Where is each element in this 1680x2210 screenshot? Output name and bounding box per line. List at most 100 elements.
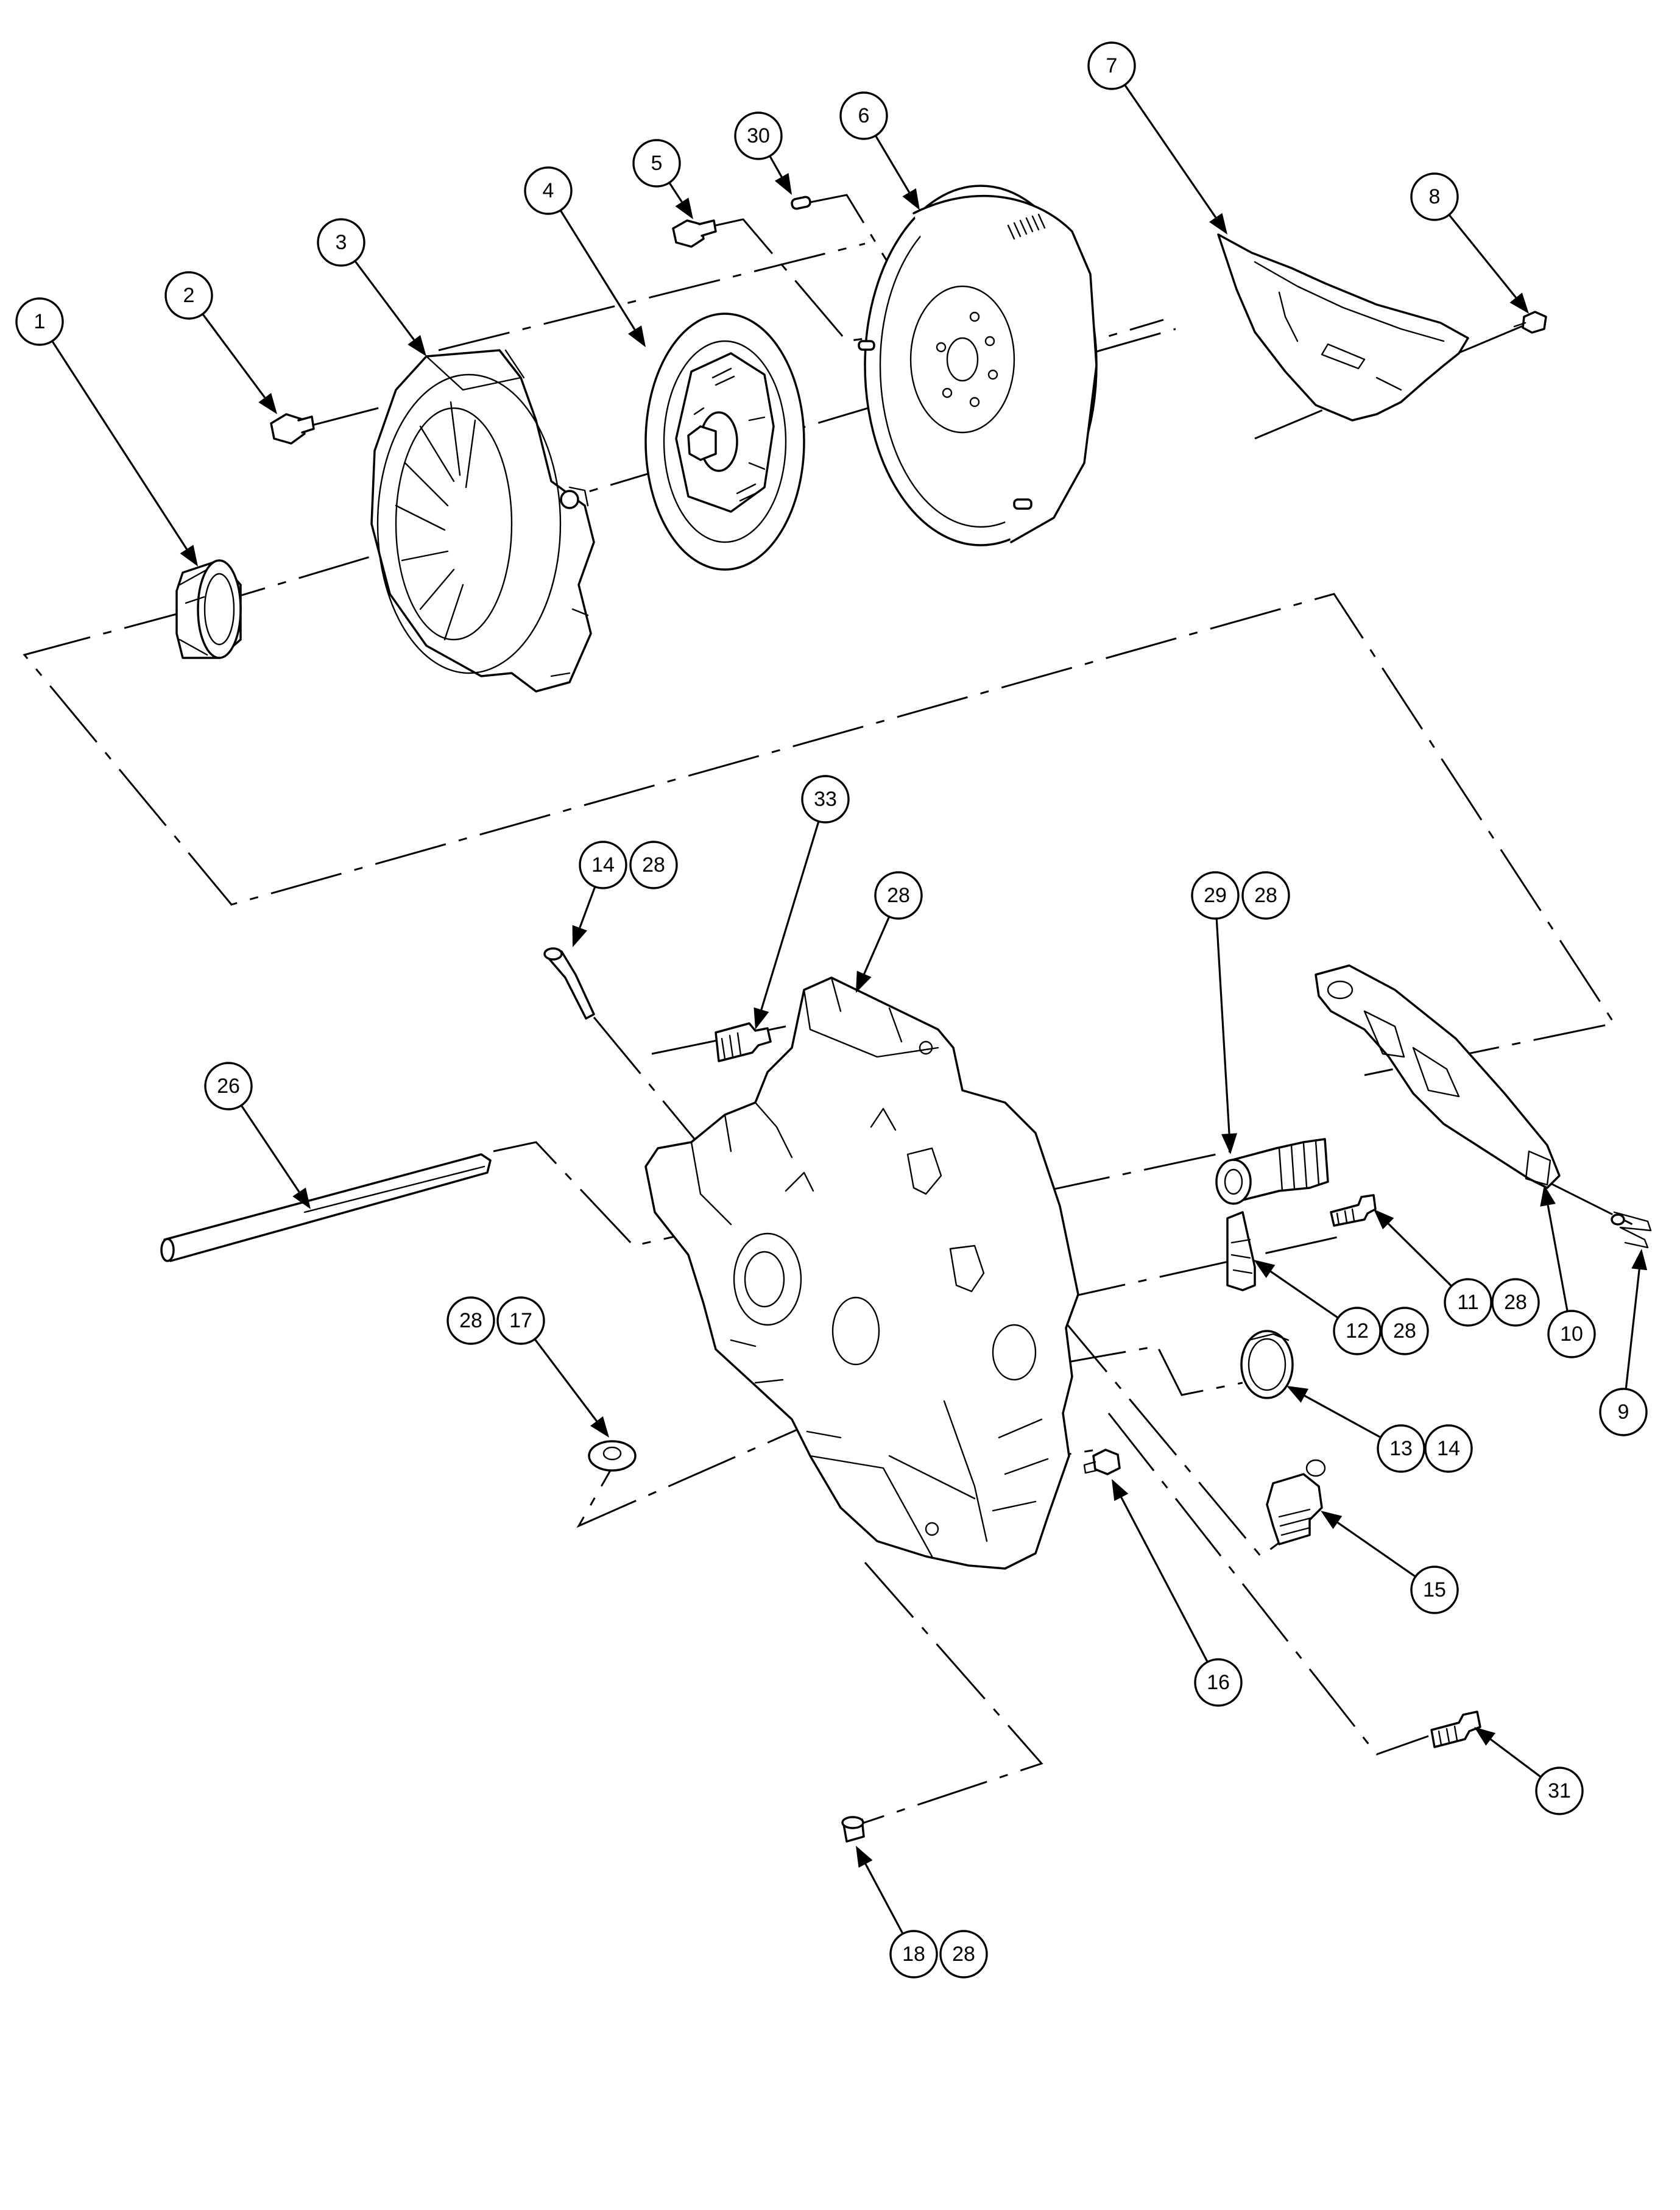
callout-circle (446, 1296, 495, 1345)
callout-circle (15, 297, 64, 346)
callout-circle (204, 1062, 253, 1110)
pressure-plate-bolt-leader-arrow (258, 392, 277, 414)
callout-number: 28 (1393, 1319, 1416, 1343)
breather-leader-arrow (572, 925, 587, 947)
release-lever-clip-callout-9: 9 (1599, 1388, 1648, 1436)
callout-number: 18 (902, 1943, 925, 1966)
transaxle-case-callout-28: 28 (874, 871, 923, 920)
callout-circle (1380, 1307, 1429, 1355)
transaxle-case-leader-arrow (856, 970, 872, 993)
filler-plug-leader-line (534, 1338, 598, 1422)
flywheel-leader-arrow (902, 188, 920, 210)
release-lever-clip-leader-line (1625, 1269, 1640, 1389)
flywheel-dowel-pin-callout-30: 30 (734, 111, 783, 160)
lever-pivot-retainer-part (1226, 1211, 1256, 1291)
backup-lamp-switch-leader-arrow (1321, 1511, 1343, 1530)
callout-circle (1535, 1767, 1584, 1815)
callout-number: 28 (1254, 884, 1277, 907)
clutch-disc-callout-4: 4 (524, 166, 573, 215)
bearing-retainer-callout-28: 28 (1241, 871, 1290, 920)
bearing-retainer-leader-line (1215, 918, 1230, 1134)
case-bolt-leader-line (1490, 1739, 1542, 1778)
callout-circle (1599, 1388, 1648, 1436)
filler-plug-callout-28: 28 (446, 1296, 495, 1345)
callout-number: 17 (509, 1309, 532, 1332)
input-shaft-seal-callout-14: 14 (1424, 1424, 1473, 1473)
callout-circle (1377, 1424, 1425, 1473)
callout-number: 8 (1429, 185, 1441, 208)
pressure-plate-bolt-leader-line (202, 313, 266, 398)
flywheel-dowel-pin-leader-line (769, 155, 783, 178)
callout-number: 1 (34, 310, 46, 333)
filler-plug-part (588, 1440, 637, 1472)
callout-number: 13 (1389, 1437, 1413, 1460)
pressure-plate-bolt-part (270, 413, 315, 445)
pressure-plate-callout-3: 3 (317, 218, 365, 267)
callout-number: 33 (814, 788, 837, 811)
callout-circle (1194, 1658, 1243, 1707)
release-lever-part (1315, 964, 1561, 1189)
breather-callout-14: 14 (579, 841, 627, 889)
lever-pivot-retainer-leader-arrow (1254, 1260, 1276, 1278)
pressure-plate-bolt-callout-2: 2 (164, 271, 213, 320)
bearing-retainer-callout-29: 29 (1191, 871, 1240, 920)
pressure-plate-leader-arrow (408, 334, 426, 356)
bearing-retainer-leader-arrow (1221, 1133, 1237, 1154)
backup-lamp-switch-callout-15: 15 (1410, 1566, 1459, 1614)
callout-number: 29 (1204, 884, 1227, 907)
parts (160, 185, 1652, 1843)
filler-plug-callout-17: 17 (496, 1296, 545, 1345)
pressure-plate-part (370, 349, 595, 693)
clutch-tube-leader-line (240, 1104, 300, 1193)
callout-circle (1087, 41, 1136, 90)
dowel-bushing-part (841, 1816, 865, 1843)
case-stud-leader-line (760, 821, 820, 1010)
callout-number: 3 (336, 231, 347, 254)
callout-number: 28 (887, 884, 910, 907)
callout-number: 4 (543, 179, 554, 202)
case-stud-leader-arrow (754, 1007, 769, 1029)
case-bolt-leader-arrow (1474, 1727, 1495, 1746)
callout-number: 14 (1437, 1437, 1460, 1460)
callout-number: 6 (858, 104, 870, 127)
callout-circle (1444, 1278, 1492, 1327)
release-bearing-leader-line (51, 341, 188, 550)
flywheel-shield-part (1217, 233, 1469, 422)
bearing-retainer-part (1215, 1138, 1329, 1205)
callout-circle (579, 841, 627, 889)
clutch-tube-callout-26: 26 (204, 1062, 253, 1110)
callout-number: 28 (1504, 1291, 1527, 1314)
input-shaft-seal-leader-line (1304, 1394, 1382, 1439)
flywheel-shield-leader-line (1124, 84, 1217, 218)
shield-bolt-leader-line (1448, 214, 1517, 298)
callout-number: 28 (952, 1943, 975, 1966)
drain-plug-part (1083, 1449, 1121, 1475)
callout-circle (1424, 1424, 1473, 1473)
input-shaft-seal-callout-13: 13 (1377, 1424, 1425, 1473)
release-lever-callout-10: 10 (1547, 1310, 1596, 1358)
lever-pivot-stud-callout-28: 28 (1491, 1278, 1540, 1327)
callout-circle (1333, 1307, 1382, 1355)
input-shaft-seal-leader-arrow (1286, 1386, 1309, 1403)
lever-pivot-retainer-callout-12: 12 (1333, 1307, 1382, 1355)
callout-number: 10 (1560, 1322, 1583, 1346)
callout-circle (801, 775, 850, 824)
transaxle-case-leader-line (863, 916, 891, 975)
callout-number: 16 (1207, 1671, 1230, 1694)
callout-number: 11 (1457, 1291, 1478, 1314)
lever-pivot-retainer-leader-line (1270, 1270, 1339, 1319)
callout-circle (1410, 172, 1459, 221)
callout-number: 14 (591, 853, 615, 877)
release-lever-leader-line (1547, 1205, 1569, 1312)
backup-lamp-switch-leader-line (1337, 1522, 1416, 1578)
callout-circle (524, 166, 573, 215)
flywheel-bolt-part (672, 219, 717, 248)
callout-number: 30 (747, 124, 770, 147)
breather-callout-28: 28 (629, 841, 678, 889)
callout-number: 28 (642, 853, 665, 877)
callout-number: 12 (1346, 1319, 1369, 1343)
lever-pivot-retainer-callout-28: 28 (1380, 1307, 1429, 1355)
callout-circle (1410, 1566, 1459, 1614)
